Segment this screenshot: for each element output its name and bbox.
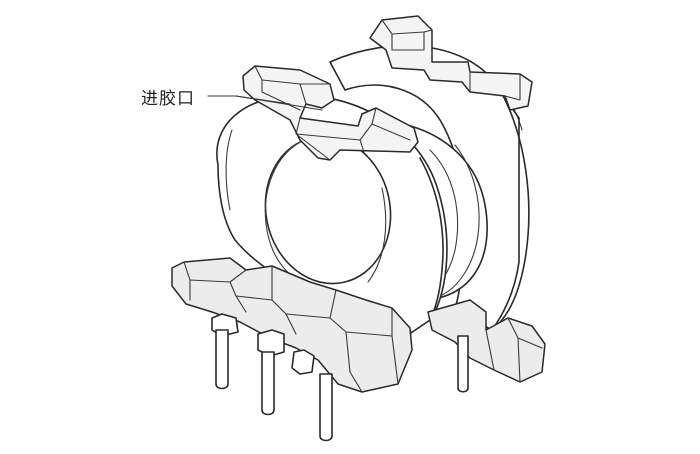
front-pins [215,329,333,442]
callout-leaders [207,95,323,111]
rear-base-foot [427,299,546,393]
rear-top-clip [369,15,533,111]
gate-callout-label: 进胶口 [141,89,195,109]
front-flange [216,94,448,336]
front-top-clip [242,65,419,161]
front-base [171,257,413,393]
